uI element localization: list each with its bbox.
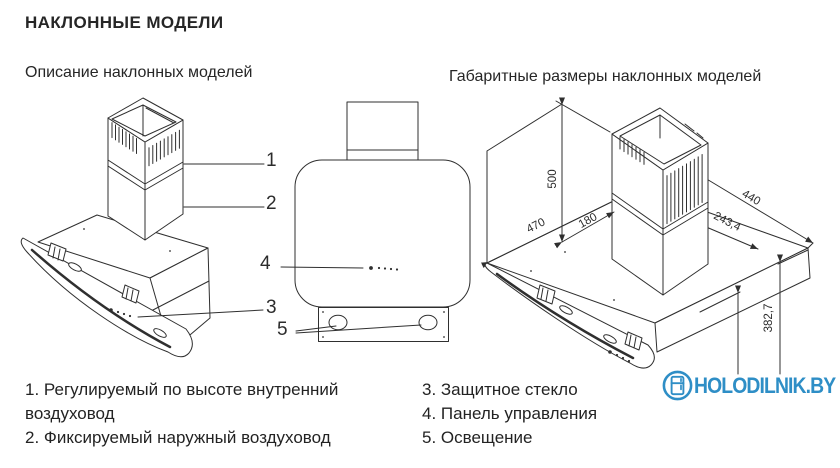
fridge-icon: [662, 370, 693, 401]
front-view-figure: [280, 101, 471, 342]
description-figure: [20, 97, 265, 358]
legend-left-column: 1. Регулируемый по высоте внутренний воз…: [25, 378, 377, 450]
callout-5: 5: [277, 319, 288, 340]
callout-4: 4: [260, 253, 271, 274]
dim-382-7: 382,7: [763, 303, 775, 333]
logo-text: HOLODILNIK.BY: [694, 372, 836, 398]
legend-item-5: 5. Освещение: [422, 428, 533, 447]
legend-right-column: 3. Защитное стекло 4. Панель управления …: [422, 378, 682, 450]
legend-item-2: 2. Фиксируемый наружный воздуховод: [25, 428, 331, 447]
callout-3: 3: [266, 297, 277, 318]
legend-item-3: 3. Защитное стекло: [422, 380, 578, 399]
holodilnik-logo[interactable]: HOLODILNIK.BY: [661, 369, 840, 402]
callout-1: 1: [266, 150, 277, 171]
legend-item-4: 4. Панель управления: [422, 404, 598, 423]
callout-2: 2: [266, 193, 277, 214]
dimensions-figure: [480, 97, 814, 375]
description-heading: Описание наклонных моделей: [25, 64, 253, 81]
leader-3: [137, 309, 264, 318]
dim-500: 500: [547, 169, 559, 189]
leader-4: [280, 266, 364, 269]
page-title: НАКЛОННЫЕ МОДЕЛИ: [25, 13, 224, 32]
legend-item-1: 1. Регулируемый по высоте внутренний воз…: [25, 380, 339, 423]
dimensions-heading: Габаритные размеры наклонных моделей: [449, 68, 762, 85]
leader-5: [295, 324, 422, 334]
